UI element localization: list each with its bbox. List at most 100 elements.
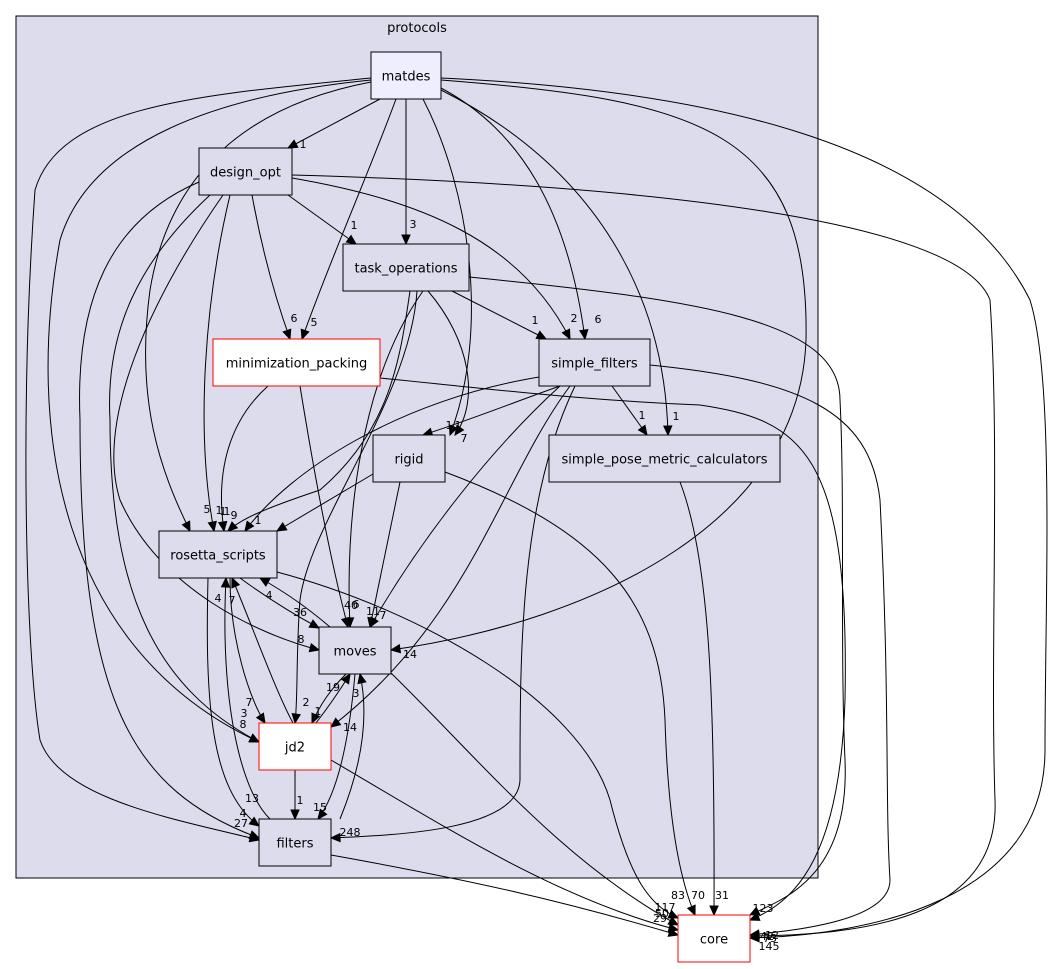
edge-line [259,577,331,628]
node-label: rigid [394,453,423,468]
edge-label: 1 [532,314,539,327]
edge-rigid-core: 70 [444,471,705,917]
edge-label: 15 [313,801,327,814]
node-box[interactable] [258,818,332,867]
edge-minimization_packing-moves: 40 [299,385,358,629]
arrowhead [291,712,301,725]
edge-line [330,385,576,839]
edge-label: 1 [255,514,262,527]
edge-matdes-rosetta_scripts: 5 [145,81,372,533]
edge-line [294,290,418,724]
edge-line [47,79,372,743]
edge-label: 4 [266,589,273,602]
arrowhead [637,424,648,437]
edge-line [468,276,846,916]
edge-rosetta_scripts-jd2: 7 [229,577,266,725]
node-box[interactable] [370,51,442,100]
edge-design_opt-simple_filters: 2 [291,177,578,341]
node-box[interactable] [212,338,381,387]
arrowhead [340,616,351,629]
edge-label: 31 [715,889,729,902]
node-simple-filters[interactable]: simple_filters [538,338,651,387]
edge-filters-moves: 3 [339,672,367,820]
edge-line [276,473,374,532]
node-task-operations[interactable]: task_operations [342,243,470,292]
node-label: matdes [382,70,431,85]
node-label: core [700,933,728,948]
edge-line [203,194,231,532]
edge-label: 7 [246,696,253,709]
edge-label: 75 [763,932,777,945]
node-box[interactable] [538,338,651,387]
edge-label: 1 [446,419,453,432]
arrowhead [667,927,680,937]
node-label: simple_pose_metric_calculators [561,453,767,468]
node-design-opt[interactable]: design_opt [198,147,293,196]
edge-simple_filters-core: 75 [649,364,891,945]
arrowhead [308,619,321,629]
edge-label: 1 [315,705,322,718]
node-rosetta-scripts[interactable]: rosetta_scripts [158,530,278,579]
edge-line [330,385,571,728]
arrowhead [317,808,328,820]
arrowhead [401,234,411,246]
edge-jd2-moves: 19 [315,672,351,724]
node-matdes[interactable]: matdes [370,51,442,100]
edge-filters-rosetta_scripts: 4 [215,576,271,820]
edge-line [440,77,1048,939]
arrowhead [300,328,310,341]
node-box[interactable] [342,243,470,292]
edge-label: 1 [639,409,646,422]
edge-design_opt-jd2: 3 [109,194,261,743]
edge-line [79,181,260,839]
edge-label: 14 [343,721,357,734]
edge-label: 1 [297,794,304,807]
arrowhead [340,672,351,685]
edge-line [291,177,571,340]
node-core[interactable]: core [677,914,751,963]
edge-moves-filters: 15 [313,673,356,820]
node-box[interactable] [198,147,293,196]
node-box[interactable] [258,722,332,771]
node-jd2[interactable]: jd2 [258,722,332,771]
edge-line [221,385,269,532]
edge-moves-jd2: 1 [311,673,347,725]
node-simple-pose-metric-calculators[interactable]: simple_pose_metric_calculators [548,434,781,483]
node-box[interactable] [548,434,781,483]
arrowhead [561,328,571,341]
arrowhead [748,929,760,939]
edge-label: 40 [344,599,358,612]
edge-line [379,377,846,921]
node-minimization-packing[interactable]: minimization_packing [212,338,381,387]
arrowhead [207,520,217,533]
edge-rosetta_scripts-core: 83 [276,571,685,919]
arrowhead [255,712,266,725]
edge-line [369,385,561,628]
node-box[interactable] [372,434,446,483]
edge-label: 1 [224,505,231,518]
node-moves[interactable]: moves [318,626,392,675]
edge-minimization_packing-core: 12 [379,377,846,942]
edge-label: 6 [595,313,602,326]
edge-matdes-minimization_packing: 5 [300,98,397,341]
edge-label: 6 [353,598,360,611]
arrowhead [275,522,288,532]
node-label: design_opt [210,166,281,181]
edge-rosetta_scripts-filters: 13 [206,577,260,827]
edge-line [287,98,381,149]
node-box[interactable] [677,914,751,963]
arrowhead [330,717,342,728]
arrowhead [709,905,719,917]
edge-matdes-moves: 14 [389,79,807,661]
node-box[interactable] [158,530,278,579]
node-rigid[interactable]: rigid [372,434,446,483]
edge-label: 7 [380,609,387,622]
arrowhead [329,832,341,843]
arrowhead [454,424,465,437]
node-box[interactable] [318,626,392,675]
edge-label: 1 [220,505,227,518]
edge-line [231,577,294,724]
edge-label: 19 [326,681,340,694]
node-filters[interactable]: filters [258,818,332,867]
